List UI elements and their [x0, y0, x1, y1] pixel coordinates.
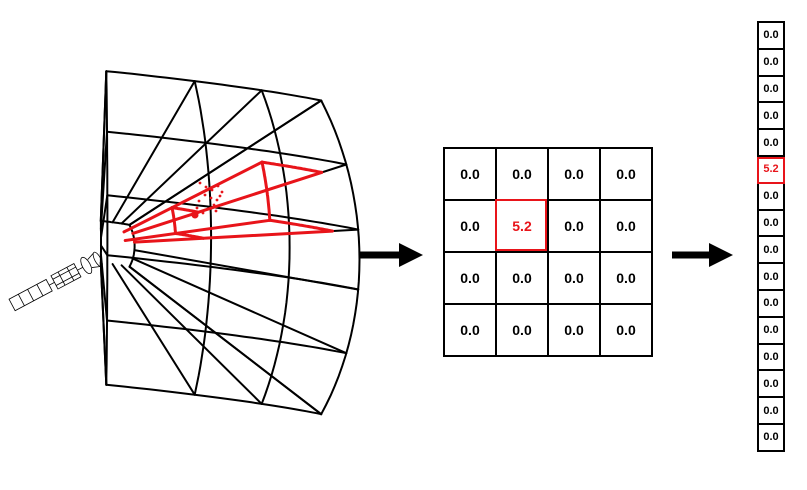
grid-cell: 0.0: [445, 201, 497, 253]
sector-line: [320, 99, 361, 416]
sector-line: [128, 99, 323, 226]
sector-line: [260, 160, 324, 174]
echo-point: [201, 211, 205, 215]
right-arrow-icon: [360, 243, 423, 267]
echo-point: [204, 185, 208, 189]
vector-cell: 0.0: [757, 183, 785, 211]
vector-cell: 0.0: [757, 49, 785, 77]
sector-line: [120, 89, 263, 225]
grid-cell: 0.0: [549, 201, 601, 253]
grid-cell: 0.0: [601, 253, 653, 305]
sector-line: [111, 80, 196, 224]
vector-cell: 0.0: [757, 371, 785, 399]
sector-line: [120, 264, 263, 405]
vector-cell: 0.0: [757, 103, 785, 131]
vector-cell: 0.0: [757, 210, 785, 238]
sector-line: [100, 244, 109, 257]
grid-cell: 0.0: [549, 305, 601, 357]
vector-cell: 0.0: [757, 424, 785, 452]
echo-point: [218, 194, 222, 198]
echo-point: [212, 203, 216, 207]
grid-cell: 0.0: [601, 305, 653, 357]
vector-cell: 0.0: [757, 130, 785, 157]
sector-line: [132, 229, 334, 244]
sector-line: [106, 194, 360, 231]
sector-line: [99, 220, 136, 268]
sector-line: [99, 253, 108, 322]
sector-line: [105, 70, 109, 386]
target-point: [191, 211, 199, 219]
sector-line: [122, 160, 264, 234]
sector-line: [170, 206, 200, 214]
echo-point: [197, 199, 201, 203]
sector-line: [106, 319, 348, 355]
sector-line: [123, 218, 272, 242]
grid-cell: 0.0: [497, 253, 549, 305]
sector-line: [128, 265, 323, 416]
sector-line: [131, 170, 324, 235]
vector-cell: 5.2: [757, 156, 785, 184]
sector-line: [100, 194, 109, 239]
grid-cell: 0.0: [601, 201, 653, 253]
echo-point: [220, 190, 224, 194]
echo-point: [215, 198, 219, 202]
sector-line: [106, 130, 348, 166]
sector-line: [105, 70, 323, 102]
grid-cell: 0.0: [497, 149, 549, 201]
satellite-icon: [8, 251, 103, 312]
echo-point: [210, 188, 214, 192]
grid-cell: 0.0: [445, 149, 497, 201]
echo-point: [216, 184, 220, 188]
sector-line: [105, 383, 323, 416]
grid-cell: 5.2: [495, 199, 549, 253]
sector-line: [260, 89, 291, 405]
echo-point: [209, 196, 213, 200]
grid-cell: 0.0: [445, 305, 497, 357]
vector-cell: 0.0: [757, 398, 785, 425]
radar-sector-icon: [99, 70, 361, 416]
grid-cell: 0.0: [497, 305, 549, 357]
sector-line: [268, 218, 334, 233]
grid-cell: 0.0: [549, 253, 601, 305]
echo-point: [203, 193, 207, 197]
sector-line: [133, 249, 360, 291]
vector-cell: 0.0: [757, 317, 785, 345]
echo-point: [206, 207, 210, 211]
sector-line: [106, 254, 360, 291]
sector-line: [99, 261, 108, 386]
vector-cell: 0.0: [757, 264, 785, 291]
grid-cell: 0.0: [549, 149, 601, 201]
vector-cell: 0.0: [757, 76, 785, 104]
vector-cell: 0.0: [757, 290, 785, 318]
vector-cell: 0.0: [757, 344, 785, 372]
echo-point: [198, 181, 202, 185]
sector-line: [99, 70, 108, 222]
grid-cell: 0.0: [601, 149, 653, 201]
vector-cell: 0.0: [757, 237, 785, 265]
echo-point: [195, 206, 199, 210]
echo-point: [214, 209, 218, 213]
sector-line: [111, 263, 196, 396]
right-arrow-icon: [672, 243, 733, 267]
grid-cell: 0.0: [445, 253, 497, 305]
sector-line: [131, 257, 348, 355]
vector-cell: 0.0: [757, 23, 785, 50]
